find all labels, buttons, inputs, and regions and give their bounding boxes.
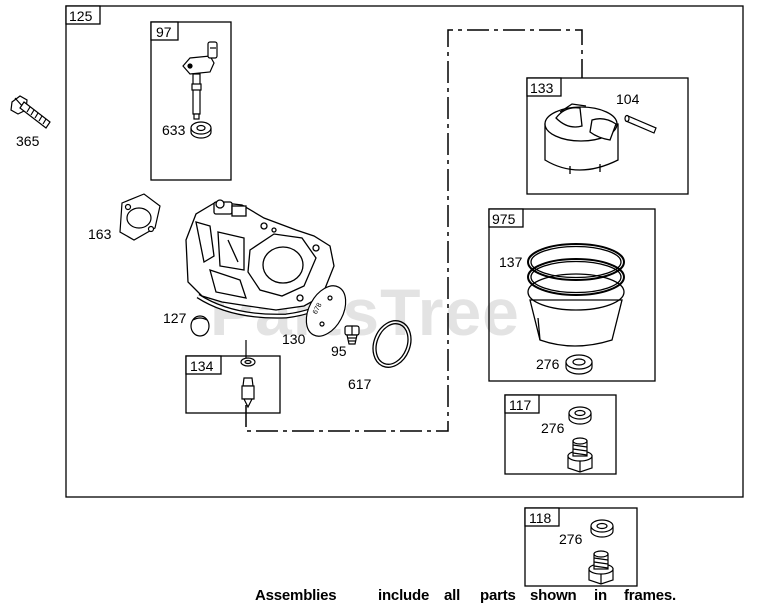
footer-word: shown — [530, 587, 577, 604]
part-label-276-bowl: 276 — [536, 356, 560, 372]
frame-134: 134 — [185, 355, 281, 414]
frame-label-134: 134 — [190, 358, 214, 374]
frame-117: 117 — [504, 394, 617, 475]
footer-word: frames. — [624, 587, 676, 604]
part-label-617: 617 — [348, 376, 372, 392]
frame-label-97: 97 — [156, 24, 172, 40]
footer-word: all — [444, 587, 461, 604]
frame-97: 97 — [150, 21, 232, 181]
float-needle-97-icon — [182, 41, 218, 120]
bolt-118-icon — [588, 550, 614, 585]
needle-valve-134-icon — [240, 340, 256, 409]
frame-label-117: 117 — [509, 397, 532, 413]
bolt-117-icon — [567, 437, 593, 473]
part-label-127: 127 — [163, 310, 187, 326]
washer-276-118-icon — [590, 519, 614, 538]
frame-label-125: 125 — [69, 8, 93, 24]
assembly-connector-line — [245, 29, 583, 432]
o-ring-617-icon — [372, 320, 412, 368]
part-label-276-117: 276 — [541, 420, 565, 436]
part-label-276-118: 276 — [559, 531, 583, 547]
frame-125: 125 — [65, 5, 744, 498]
part-label-365: 365 — [16, 133, 40, 149]
carburetor-body-icon — [185, 199, 335, 319]
frame-133: 133 — [526, 77, 689, 195]
part-label-104: 104 — [616, 91, 640, 107]
float-133-icon — [544, 103, 619, 174]
gasket-163-icon — [119, 193, 161, 241]
screw-95-icon — [344, 325, 360, 345]
footer-word: Assemblies — [255, 587, 337, 604]
part-label-163: 163 — [88, 226, 112, 242]
footer-word: include — [378, 587, 430, 604]
frame-label-133: 133 — [530, 80, 554, 96]
plug-127-icon — [190, 315, 210, 337]
frame-label-975: 975 — [492, 211, 516, 227]
plate-130-icon: 678 — [305, 285, 347, 337]
frame-975: 975 — [488, 208, 656, 382]
footer-word: in — [594, 587, 607, 604]
part-label-95: 95 — [331, 343, 347, 359]
part-label-137: 137 — [499, 254, 523, 270]
washer-276-bowl-icon — [565, 354, 593, 375]
footer-note: Assemblies include all parts shown in fr… — [255, 587, 685, 609]
svg-text:678: 678 — [312, 302, 324, 316]
bowl-975-icon — [527, 243, 625, 347]
footer-word: parts — [480, 587, 516, 604]
washer-633-icon — [190, 121, 212, 139]
washer-276-117-icon — [568, 406, 592, 425]
part-label-130: 130 — [282, 331, 306, 347]
pin-104-icon — [624, 114, 657, 134]
frame-118: 118 — [524, 507, 638, 587]
part-label-633: 633 — [162, 122, 186, 138]
frame-label-118: 118 — [529, 510, 552, 526]
bolt-365-icon — [10, 95, 51, 129]
